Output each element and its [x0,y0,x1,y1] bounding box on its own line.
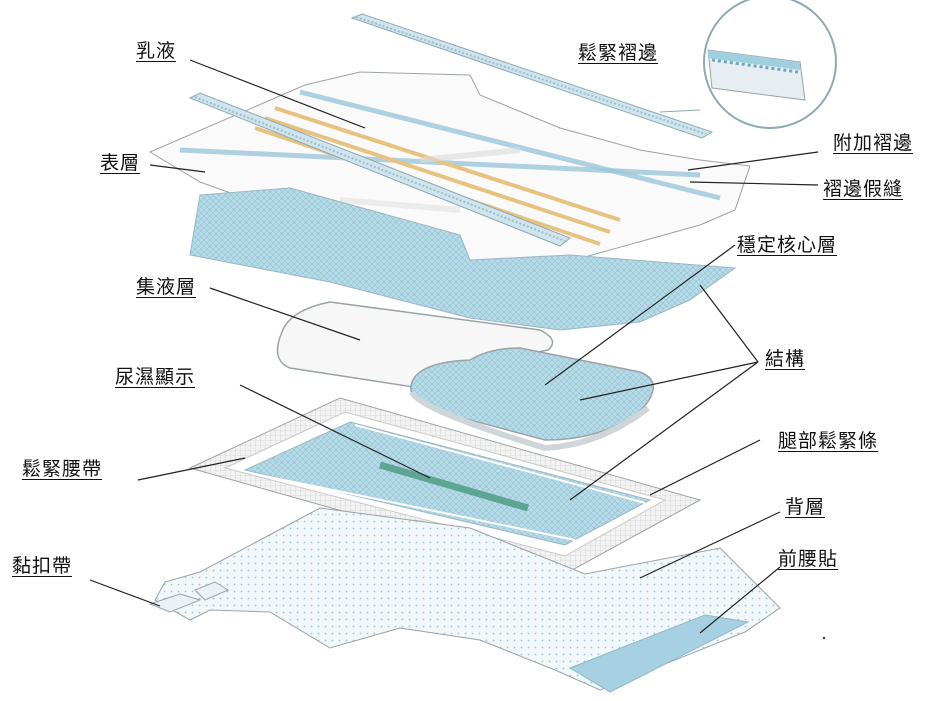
label-front-waist-patch: 前腰貼 [778,548,839,570]
elastic-cuff-strip [350,13,714,139]
label-structure: 結構 [765,348,806,370]
label-cuff-seam: 褶邊假縫 [823,178,904,200]
label-topsheet: 表層 [100,152,141,174]
label-leg-elastic: 腿部鬆緊條 [778,430,879,452]
core-pad [409,347,655,452]
stray-dot [822,636,826,640]
stable-core-layer [189,187,737,331]
backsheet-sheet [148,507,781,691]
cuff-magnifier [659,0,837,129]
label-stable-core: 穩定核心層 [737,234,838,256]
front-waist-patch [568,614,750,693]
leader-lines [89,59,819,634]
label-extra-cuff: 附加褶邊 [833,132,914,154]
label-backsheet: 背層 [785,496,826,518]
label-wetness-indicator: 尿濕顯示 [115,366,196,388]
label-elastic-cuff: 鬆緊褶邊 [578,42,659,64]
label-elastic-waistband: 鬆緊腰帶 [22,458,103,480]
diaper-frame [188,397,702,575]
label-tape: 黏扣帶 [12,555,73,577]
label-latex: 乳液 [136,40,177,62]
label-acquisition-layer: 集液層 [136,276,197,298]
extra-cuff-strip [188,92,571,247]
